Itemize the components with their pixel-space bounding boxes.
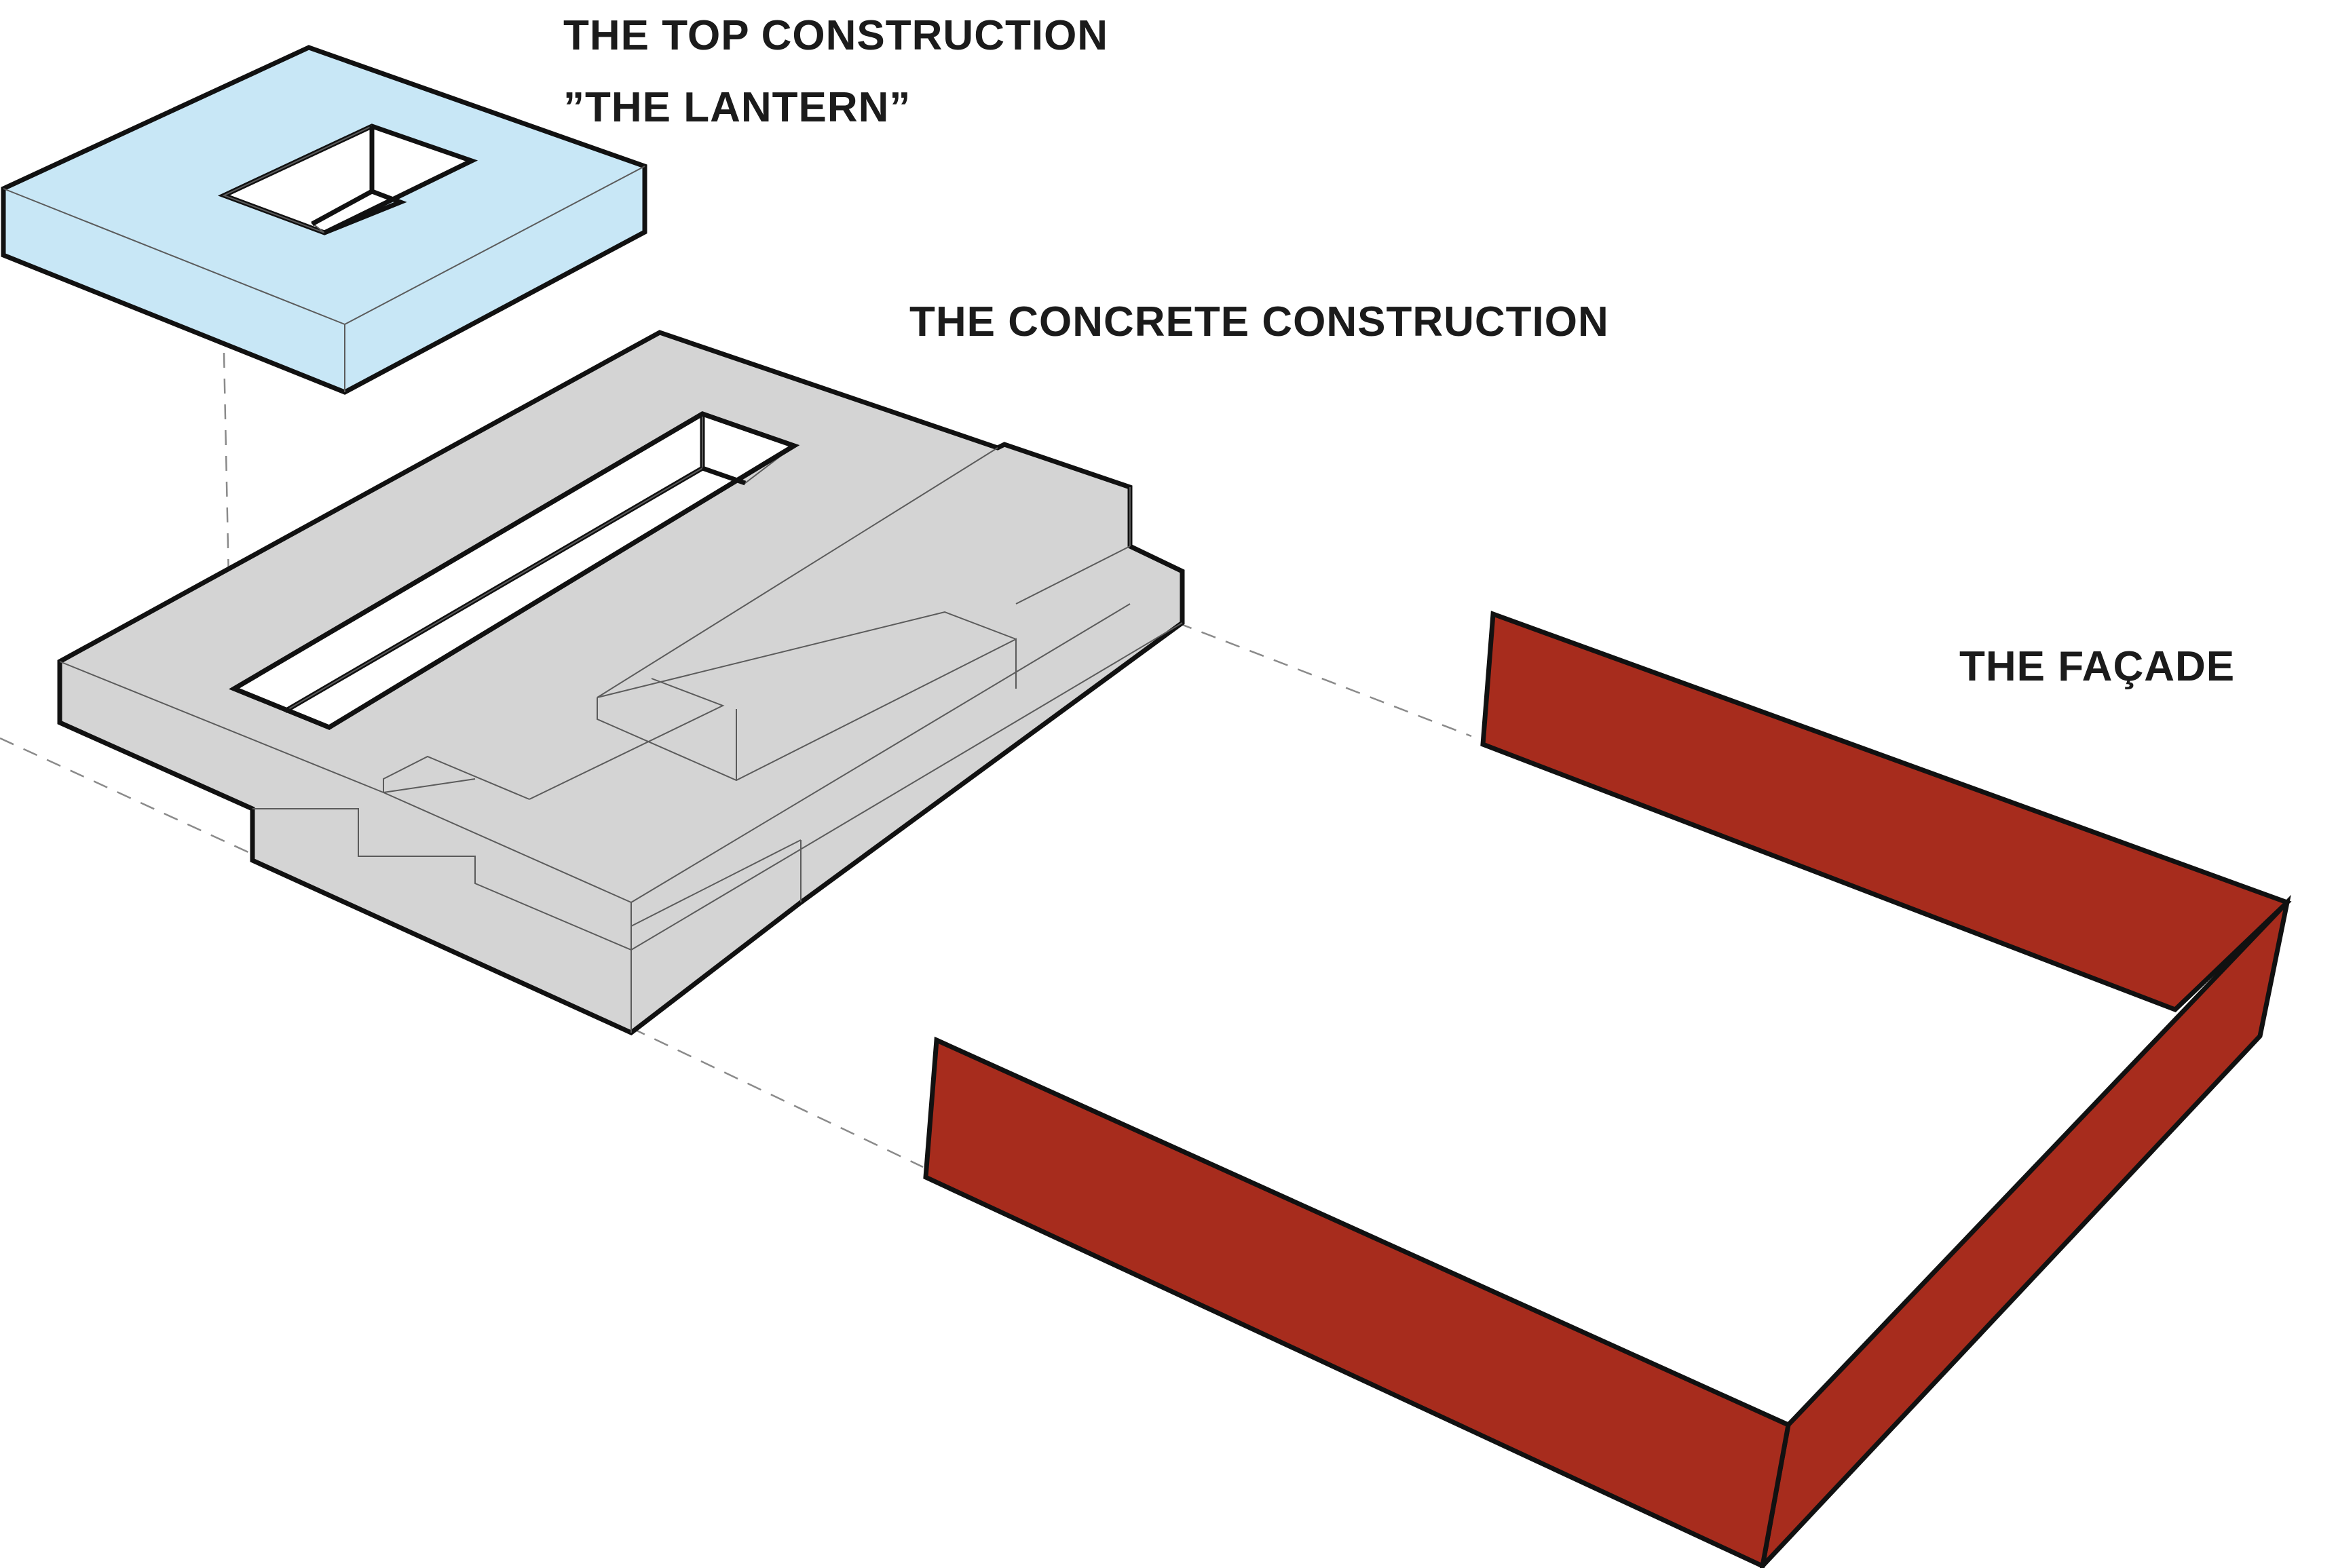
concrete-right-step [630,839,802,927]
concrete-top-front-edge [59,661,384,793]
facade-front-wall [923,1036,1791,1568]
facade-volume [923,611,2292,1568]
concrete-left-wing-top [383,755,530,800]
lantern-opening-bottom [323,189,407,235]
concrete-skylight-wall-edge [701,465,747,486]
label-concrete-construction-text: THE CONCRETE CONSTRUCTION [909,299,1609,345]
concrete-skylight-rim [229,411,800,730]
concrete-step-line-1 [630,622,1183,951]
facade-right-wall [1759,894,2291,1568]
guide-right-to-facade [1177,622,1472,738]
concrete-lower-front-edge [252,808,632,951]
lantern-volume [1,45,647,395]
label-top-construction-line1: THE TOP CONSTRUCTION [563,12,1109,59]
concrete-left-wing-inner [529,678,725,800]
label-top-construction-line2: ”THE LANTERN” [563,84,911,131]
label-facade-text: THE FAÇADE [1959,643,2236,690]
concrete-volume [57,330,1185,1036]
concrete-left-wing-edge [383,778,476,793]
guide-front-to-facade [630,1027,924,1168]
facade-back-wall [1480,611,2292,1013]
concrete-mid-block-top [597,611,1017,698]
lantern-top-edge-left [3,188,345,325]
concrete-step-edge [1015,546,1131,605]
lantern-top-edge-right [344,166,645,325]
label-top-construction: THE TOP CONSTRUCTION ”THE LANTERN” [563,0,1108,144]
label-facade: THE FAÇADE [1959,631,2235,703]
label-concrete-construction: THE CONCRETE CONSTRUCTION [909,286,1609,358]
concrete-tall-block-edge [597,447,998,698]
concrete-upper-block-side [630,603,1131,903]
